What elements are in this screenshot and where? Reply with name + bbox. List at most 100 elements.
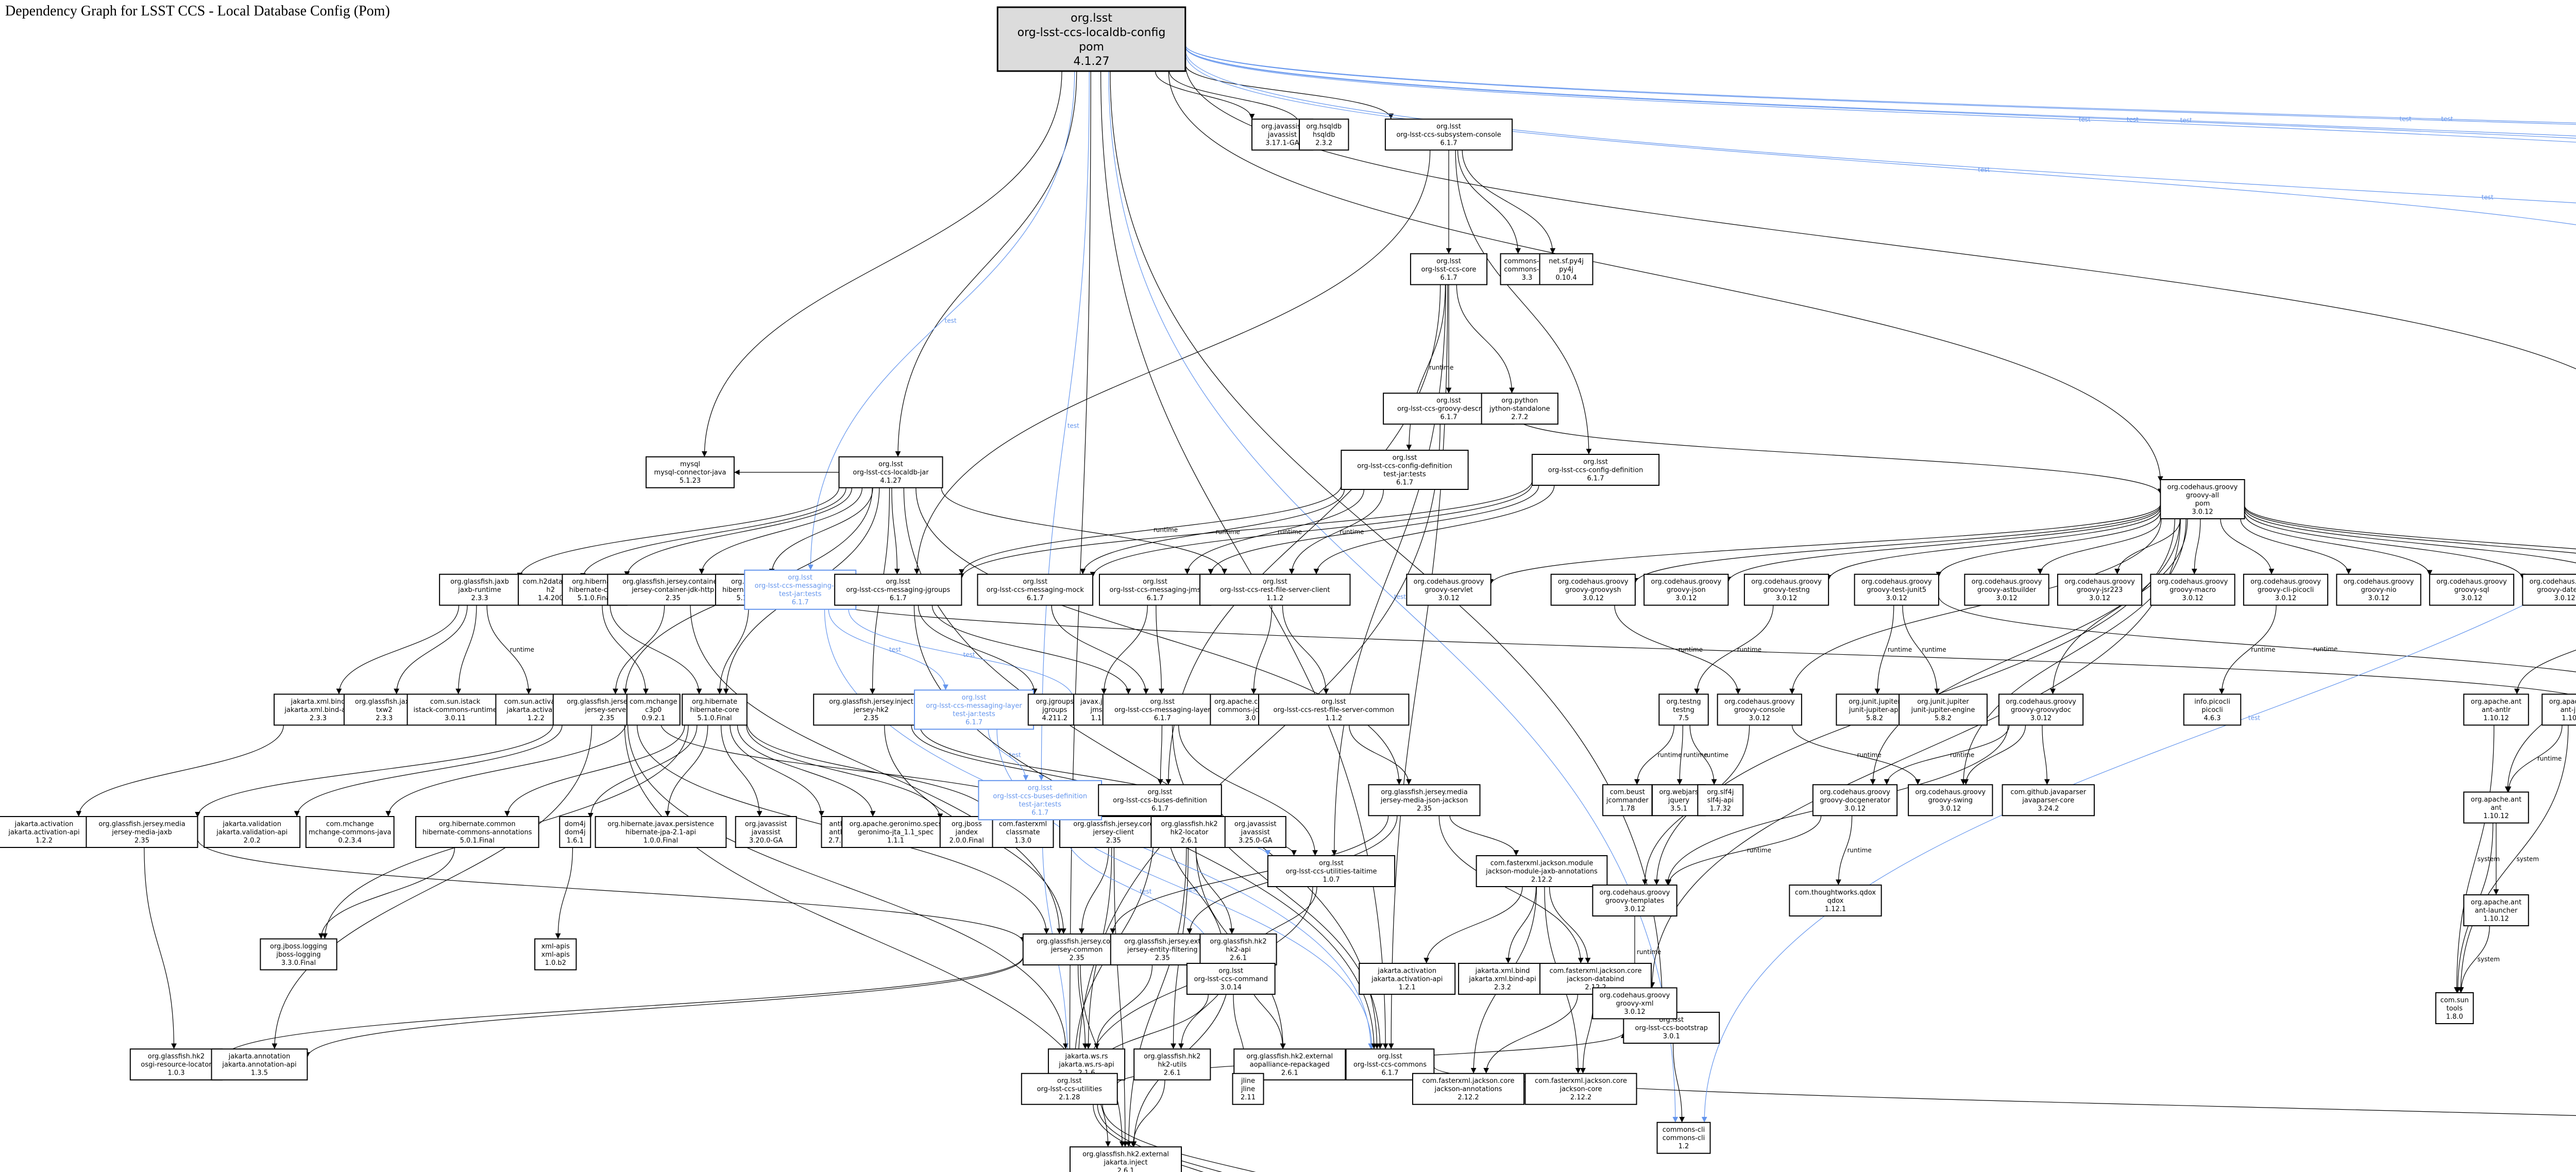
node-label-line: 2.6.1 — [1181, 837, 1198, 844]
graph-node-jakactapi122: jakarta.activationjakarta.activation-api… — [0, 816, 93, 848]
node-box — [1098, 573, 1212, 606]
node-label-line: org.jboss.logging — [270, 943, 327, 950]
graph-title: Dependency Graph for LSST CCS - Local Da… — [5, 3, 390, 19]
node-box — [1102, 693, 1223, 726]
node-label-line: 1.10.12 — [2483, 715, 2509, 722]
node-box — [626, 693, 681, 726]
node-box — [211, 1048, 308, 1081]
node-box — [0, 816, 93, 848]
node-box — [415, 816, 539, 848]
dependency-edge — [1165, 284, 1441, 785]
node-label-line: dom4j — [565, 828, 586, 836]
node-label-line: org.lsst — [1436, 258, 1461, 265]
node-label-line: org.lsst — [1319, 859, 1344, 867]
node-box — [595, 816, 727, 848]
node-label-line: 2.0.0.Final — [950, 837, 984, 844]
node-label-line: 6.1.7 — [1396, 479, 1413, 486]
dependency-edge — [1038, 71, 1090, 781]
node-label-line: com.mchange — [326, 820, 374, 828]
dependency-edge — [1185, 64, 1394, 120]
node-label-line: 2.35 — [600, 715, 615, 722]
node-label-line: 2.7.7 — [828, 837, 845, 844]
node-label-line: org-lsst-ccs-messaging-jms — [1110, 586, 1201, 594]
edge-scope-label: runtime — [510, 646, 534, 653]
dependency-edge — [1455, 150, 1592, 455]
dependency-edge — [1185, 46, 2576, 139]
node-label-line: jackson-module-jaxb-annotations — [1485, 868, 1598, 875]
node-label-line: com.beust — [1610, 789, 1645, 796]
node-label-line: org-lsst-ccs-commons — [1353, 1061, 1427, 1069]
node-label-line: jline — [1241, 1077, 1255, 1085]
dependency-edge — [1438, 816, 1584, 964]
edge-scope-label: test — [963, 651, 975, 658]
dependency-edge — [1938, 596, 2576, 672]
node-label-line: 2.11 — [1241, 1094, 1256, 1101]
dependency-edge — [455, 605, 477, 694]
node-label-line: groovy-servlet — [1425, 586, 1473, 594]
graph-node-validation: jakarta.validationjakarta.validation-api… — [204, 816, 301, 848]
node-label-line: 6.1.7 — [1381, 1069, 1398, 1077]
node-label-line: groovy-json — [1667, 586, 1706, 594]
dependency-edge — [1078, 847, 1109, 935]
edge-scope-label: runtime — [1683, 751, 1707, 758]
node-label-line: test-jar:tests — [1019, 801, 1062, 809]
edge-scope-label: test — [1009, 751, 1021, 758]
node-label-line: 3.0.12 — [2089, 595, 2110, 602]
node-label-line: 3.0.1 — [1663, 1032, 1680, 1040]
dependency-edge — [1102, 1104, 1256, 1172]
node-box — [646, 456, 735, 488]
dependency-edge — [1456, 284, 1515, 394]
edge-scope-label: runtime — [1216, 528, 1240, 535]
node-label-line: org.codehaus.groovy — [2344, 578, 2414, 586]
dependency-edge — [1156, 605, 1164, 694]
node-label-line: ant — [2490, 804, 2501, 812]
graph-node-hibannotations: org.hibernate.commonhibernate-commons-an… — [415, 816, 539, 848]
node-label-line: groovy-astbuilder — [1977, 586, 2037, 594]
node-label-line: 2.35 — [666, 595, 681, 602]
node-label-line: jakarta.activation — [14, 820, 74, 828]
edge-scope-label: runtime — [2537, 755, 2562, 762]
node-label-line: org.lsst — [1393, 454, 1417, 462]
node-label-line: jakarta.xml.bind-api — [1468, 975, 1536, 983]
graph-node-restcommon: org.lsstorg-lsst-ccs-rest-file-server-co… — [1258, 693, 1410, 726]
dependency-edge — [1488, 504, 2161, 585]
node-label-line: info.picocli — [2194, 698, 2230, 706]
node-label-line: org.codehaus.groovy — [2167, 483, 2238, 491]
dependency-edge — [2037, 518, 2161, 574]
node-label-line: jakarta.ws.rs — [1064, 1053, 1108, 1061]
node-label-line: org.codehaus.groovy — [1600, 889, 1670, 896]
node-label-line: 6.1.7 — [1587, 474, 1604, 482]
dependency-edge — [791, 592, 2576, 696]
node-label-line: org.lsst — [962, 694, 987, 702]
edge-scope-label: system — [2478, 956, 2500, 963]
dependency-edge — [988, 729, 1029, 781]
node-label-line: 1.3.5 — [251, 1069, 268, 1077]
dependency-edge — [1126, 847, 1187, 1147]
dependency-edge — [959, 481, 1533, 579]
node-label-line: org.lsst — [1436, 397, 1461, 405]
dependency-edge — [1155, 71, 1255, 120]
node-label-line: h2 — [546, 586, 555, 594]
dependency-edge — [2218, 605, 2277, 694]
node-label-line: jakarta.annotation — [228, 1053, 291, 1061]
node-label-line: jersey-common — [1050, 946, 1103, 954]
node-label-line: jython-standalone — [1489, 405, 1550, 413]
dependency-edge — [1185, 46, 2576, 143]
node-label-line: hibernate-jpa-2.1-api — [625, 828, 696, 836]
node-label-line: com.fasterxml.jackson.module — [1490, 859, 1593, 867]
dependency-edge — [701, 71, 1062, 457]
node-box — [406, 693, 504, 726]
node-box — [2522, 573, 2576, 606]
node-label-line: 3.0.12 — [2275, 595, 2296, 602]
